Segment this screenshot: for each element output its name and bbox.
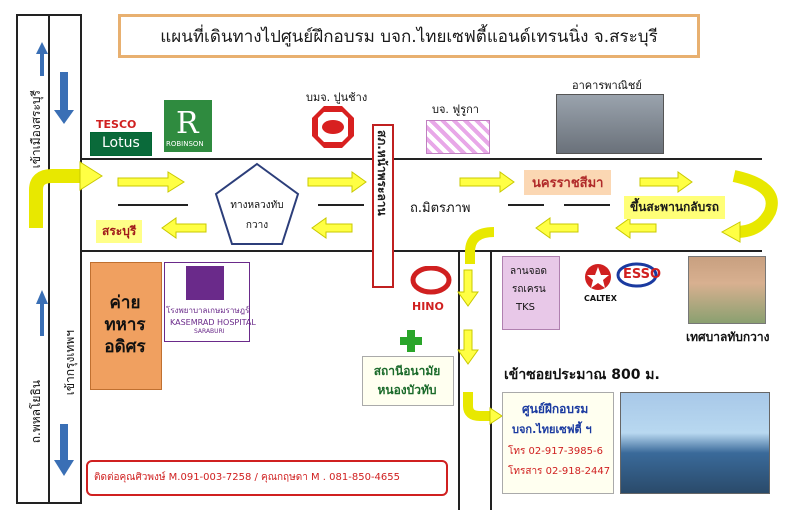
turn-right-arrow (463, 392, 492, 421)
kasemrad-thai-label: โรงพยาบาลเกษมราษฎร์ (166, 306, 250, 315)
median-3 (508, 204, 544, 206)
crane-yard-line2: รถเครน (512, 284, 546, 295)
blue-arrow-down-top (54, 72, 74, 124)
saraburi-sign: สระบุรี (96, 220, 143, 243)
arrow-l1 (161, 217, 207, 239)
lotus-logo (90, 132, 152, 156)
municipality-photo (688, 256, 766, 324)
municipality-label: เทศบาลทับกวาง (686, 330, 770, 344)
blue-arrow-up-bottom (36, 290, 48, 336)
commercial-label: อาคารพาณิชย์ (572, 79, 642, 92)
arrow-r3 (459, 171, 515, 193)
arrow-r2 (307, 171, 367, 193)
blue-arrows (36, 42, 74, 476)
arrow-l4 (615, 217, 657, 239)
uturn-arrow (732, 170, 778, 238)
hino-label: HINO (412, 300, 444, 313)
bypass-pentagon (214, 162, 300, 245)
green-cross-icon (400, 330, 422, 352)
road-divider (48, 14, 50, 504)
contact-box (86, 460, 448, 496)
caltex-logo-icon (585, 264, 611, 290)
arrow-down2 (457, 329, 479, 365)
army-camp-label: ค่ายทหารอดิศร (104, 293, 146, 357)
arrow-r1 (117, 171, 185, 193)
health-center-box (362, 356, 454, 406)
robinson-label: ROBINSON (166, 140, 204, 148)
commercial-building-photo (556, 94, 664, 154)
siam-cement-label: บมจ. ปูนช้าง (306, 91, 368, 104)
arrow-l3 (535, 217, 579, 239)
fuka-label: บจ. ฟูรูกา (432, 103, 479, 116)
hino-logo-icon (410, 266, 452, 295)
soi-distance-label: เข้าซอยประมาณ 800 ม. (504, 367, 660, 383)
police-station-sign (372, 124, 394, 288)
fuka-building (426, 120, 490, 154)
esso-logo-icon (616, 262, 658, 288)
arrow-r4 (639, 171, 693, 193)
esso-label: ESSO (623, 267, 662, 282)
mitraphap-road-bottom (82, 250, 762, 252)
crane-yard-box (502, 256, 560, 330)
training-center-phone: โทร 02-917-3985-6 (508, 446, 603, 457)
soi-road-right (490, 250, 492, 510)
arrow-l2 (311, 217, 353, 239)
blue-arrow-down-bottom (54, 424, 74, 476)
caltex-label: CALTEX (584, 294, 617, 303)
tesco-label: TESCO (96, 118, 137, 131)
robinson-logo (164, 100, 212, 152)
median-4 (564, 204, 610, 206)
kasemrad-en-label: KASEMRAD HOSPITAL (170, 318, 256, 327)
blue-arrow-up-top (36, 42, 48, 76)
nakhon-ratchasima-sign: นครราชสีมา (524, 170, 612, 195)
crane-yard-line1: ลานจอด (510, 266, 547, 277)
police-station-label: สภ.หน้าพระลาน (375, 130, 389, 216)
mitraphap-road-top (82, 158, 762, 160)
training-center-line1: ศูนย์ฝึกอบรม (522, 402, 589, 416)
elephant-logo-icon (312, 106, 354, 148)
contact-label: ติดต่อคุณศิวพงษ์ M.091-003-7258 / คุณกฤษ… (94, 472, 400, 483)
median-1 (118, 204, 188, 206)
group-photo (620, 392, 770, 494)
mitraphap-label: ถ.มิตรภาพ (410, 201, 471, 216)
overpass-sign: ขึ้นสะพานกลับรถ (624, 196, 725, 219)
arrow-down1 (457, 269, 479, 307)
robinson-r-icon: R (176, 106, 199, 141)
median-2 (318, 204, 364, 206)
turn-down-arrow (465, 227, 495, 264)
turn-arrow (29, 161, 103, 228)
health-center-label: สถานีอนามัยหนองบัวทับ (373, 364, 441, 397)
army-camp-box (90, 262, 162, 390)
map-title: แผนที่เดินทางไปศูนย์ฝึกอบรม บจก.ไทยเซฟตี… (118, 14, 700, 58)
training-center-fax: โทรสาร 02-918-2447 (508, 466, 611, 477)
lotus-label: Lotus (102, 135, 140, 151)
soi-road-left (458, 250, 460, 510)
bypass-label: ทางหลวงทับกวาง (230, 200, 284, 231)
training-center-line2: บจก.ไทยเซฟตี้ ฯ (512, 423, 592, 436)
training-center-box (502, 392, 614, 494)
hospital-logo-icon (186, 266, 224, 300)
kasemrad-city-label: SARABURI (194, 328, 225, 335)
crane-yard-line3: TKS (516, 302, 536, 313)
